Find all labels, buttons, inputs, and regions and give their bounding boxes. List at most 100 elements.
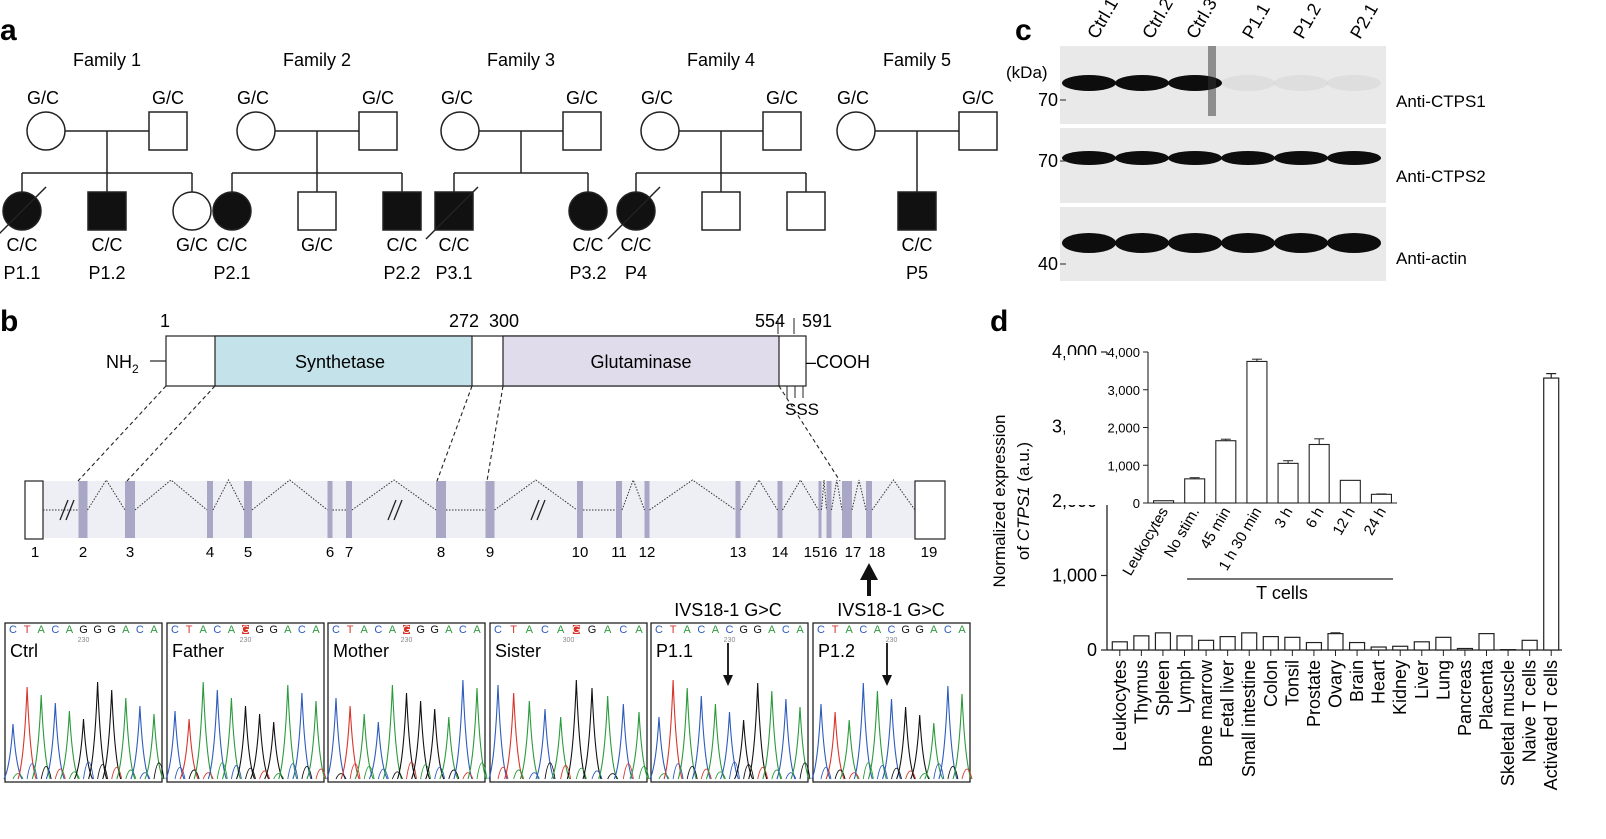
trace-noise <box>714 771 726 780</box>
category-label: Bone marrow <box>1196 659 1216 767</box>
base-call: T <box>186 624 193 636</box>
bar <box>1392 645 1409 651</box>
bar <box>1327 633 1344 651</box>
trace-noise <box>834 769 846 780</box>
trace-noise <box>448 769 460 780</box>
female-symbol <box>172 191 212 231</box>
band <box>1168 233 1222 253</box>
bar <box>1543 377 1560 651</box>
bar <box>1435 636 1452 651</box>
panel-label-b: b <box>0 305 18 338</box>
pos-272: 272 <box>449 311 479 331</box>
trace-noise <box>245 767 256 780</box>
base-call: A <box>635 624 643 636</box>
inset-category-label: 24 h <box>1361 505 1390 539</box>
mother-genotype: G/C <box>837 88 869 108</box>
exon-14 <box>777 481 783 538</box>
lane-label: P1.1 <box>1238 0 1274 42</box>
child-genotype: C/C <box>387 235 418 255</box>
exon-17 <box>842 481 852 538</box>
mother-genotype: G/C <box>641 88 673 108</box>
axis-break <box>530 499 540 521</box>
trace-peak <box>663 679 683 780</box>
band <box>1115 75 1169 91</box>
father-genotype: G/C <box>152 88 184 108</box>
exon-15 <box>818 481 822 538</box>
intron <box>212 478 245 511</box>
band <box>1221 151 1275 165</box>
inset-bar <box>1277 462 1299 504</box>
patient-id: P1.1 <box>3 263 40 283</box>
trace-noise <box>820 766 832 780</box>
glutaminase-domain <box>502 335 780 387</box>
trace-noise <box>230 765 242 780</box>
exon-9 <box>485 481 495 538</box>
category-label: Liver <box>1412 660 1432 699</box>
trace-peak <box>354 713 374 780</box>
exon-number: 7 <box>345 544 353 561</box>
base-call: C <box>374 624 382 636</box>
band <box>1062 75 1116 91</box>
base-call: A <box>445 624 453 636</box>
trace-noise <box>335 773 347 780</box>
child-genotype: C/C <box>573 235 604 255</box>
base-call: A <box>228 624 236 636</box>
position-number: 230 <box>886 637 898 644</box>
base-call: C <box>136 624 144 636</box>
intron <box>831 479 843 511</box>
trace-peak <box>250 713 270 780</box>
protein-diagram: Synthetase Glutaminase 1 272 300 554 591… <box>106 311 870 419</box>
band <box>1168 151 1222 165</box>
category-label: Heart <box>1369 660 1389 704</box>
arrow-head <box>723 675 733 686</box>
trace-peak <box>3 723 23 780</box>
exon-number: 17 <box>845 544 862 561</box>
lane-label: Ctrl.3 <box>1182 0 1221 42</box>
y-tick-label: 1,000 <box>1052 566 1097 586</box>
base-call: A <box>604 624 612 636</box>
category-label: Fetal liver <box>1218 660 1238 738</box>
band <box>1115 151 1169 165</box>
base-call: C <box>944 624 952 636</box>
father-genotype: G/C <box>362 88 394 108</box>
trace-peak <box>896 706 916 780</box>
trace-noise <box>301 765 313 780</box>
exon-number: 13 <box>730 544 747 561</box>
trace-noise <box>12 773 24 780</box>
band <box>1274 75 1328 91</box>
pos-591: 591 <box>802 311 832 331</box>
axis-break <box>393 499 403 521</box>
inset-y-tick-label: 2,000 <box>1107 421 1140 436</box>
exon-5 <box>244 481 252 538</box>
base-call: C <box>817 624 825 636</box>
base-call: G <box>753 624 762 636</box>
base-call: G <box>915 624 924 636</box>
trace-peak <box>59 710 79 780</box>
trace-noise <box>83 761 94 780</box>
inset-category-label: 3 h <box>1271 505 1296 532</box>
father-symbol <box>562 111 602 151</box>
trace-peak <box>734 719 754 780</box>
trace-noise <box>560 765 572 780</box>
base-call: C <box>171 624 179 636</box>
trace-peak <box>566 679 586 780</box>
n-terminus: NH2 <box>106 352 139 376</box>
pos-554: 554 <box>755 311 785 331</box>
trace-noise <box>686 765 698 780</box>
trace-peak <box>825 711 845 780</box>
family-title: Family 2 <box>283 50 351 70</box>
trace-peak <box>340 705 360 780</box>
base-call: C <box>619 624 627 636</box>
band <box>1062 233 1116 253</box>
intron <box>821 479 827 511</box>
position-number: 230 <box>724 637 736 644</box>
intron <box>782 479 819 511</box>
family-title: Family 5 <box>883 50 951 70</box>
bar <box>1370 646 1387 651</box>
blot-artifact <box>1208 46 1216 116</box>
trace-noise <box>591 770 603 780</box>
exon-2 <box>78 481 88 538</box>
